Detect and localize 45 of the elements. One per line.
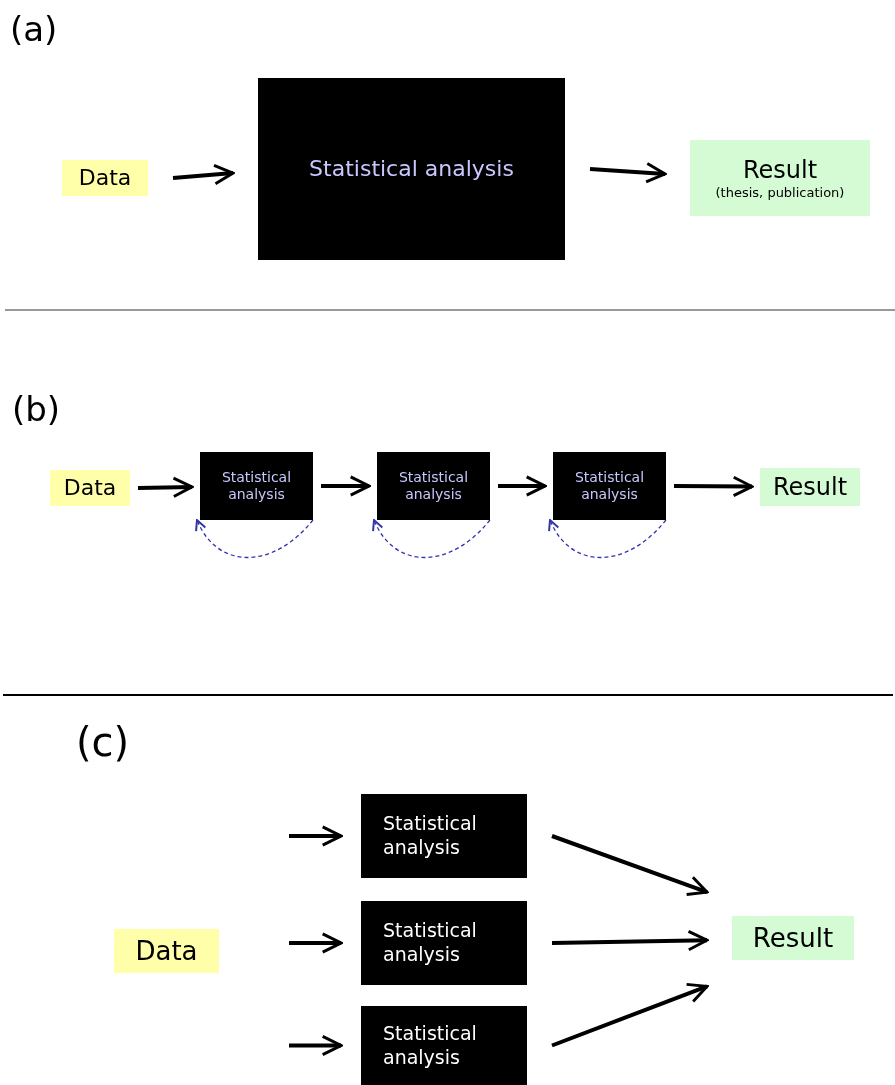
feedback-arrow	[196, 519, 314, 559]
process-box	[258, 78, 565, 260]
arrow	[551, 929, 709, 952]
process-box	[200, 452, 313, 520]
data-box	[50, 470, 130, 506]
arrow	[172, 163, 235, 186]
node-label: Data	[135, 934, 198, 968]
node-label: Statistical analysis	[383, 1021, 478, 1070]
node-label: Result	[742, 154, 818, 185]
data-box	[62, 160, 148, 196]
data-box	[114, 929, 219, 973]
arrow	[289, 825, 343, 847]
arrow	[289, 932, 343, 954]
node-label: Data	[78, 164, 132, 192]
process-box	[553, 452, 666, 520]
panel-label: (a)	[10, 12, 58, 46]
arrow	[589, 162, 667, 184]
node-label: Result	[772, 472, 848, 502]
node-label: Statistical analysis	[573, 468, 646, 504]
feedback-arrow	[549, 519, 667, 559]
arrow	[674, 475, 754, 498]
result-box	[690, 140, 870, 216]
panel-label: (b)	[12, 392, 61, 426]
process-box	[361, 901, 527, 985]
arrow	[498, 475, 547, 497]
node-label: Result	[752, 921, 834, 955]
arrow	[551, 834, 709, 896]
process-box	[361, 794, 527, 878]
result-box	[760, 468, 860, 506]
process-box	[361, 1006, 527, 1085]
node-label: Data	[63, 474, 117, 502]
arrow	[289, 1034, 343, 1057]
node-label: Statistical analysis	[397, 468, 470, 504]
node-label: Statistical analysis	[220, 468, 293, 504]
feedback-arrow	[373, 519, 491, 559]
arrow	[321, 475, 371, 497]
result-box	[732, 916, 854, 960]
node-subtitle: (thesis, publication)	[715, 184, 845, 202]
node-label: Statistical analysis	[383, 812, 478, 860]
node-label: Statistical analysis	[309, 155, 514, 183]
node-label: Statistical analysis	[383, 919, 478, 967]
panel-label: (c)	[76, 722, 130, 762]
arrow	[551, 982, 709, 1048]
arrow	[137, 476, 194, 498]
process-box	[377, 452, 490, 520]
